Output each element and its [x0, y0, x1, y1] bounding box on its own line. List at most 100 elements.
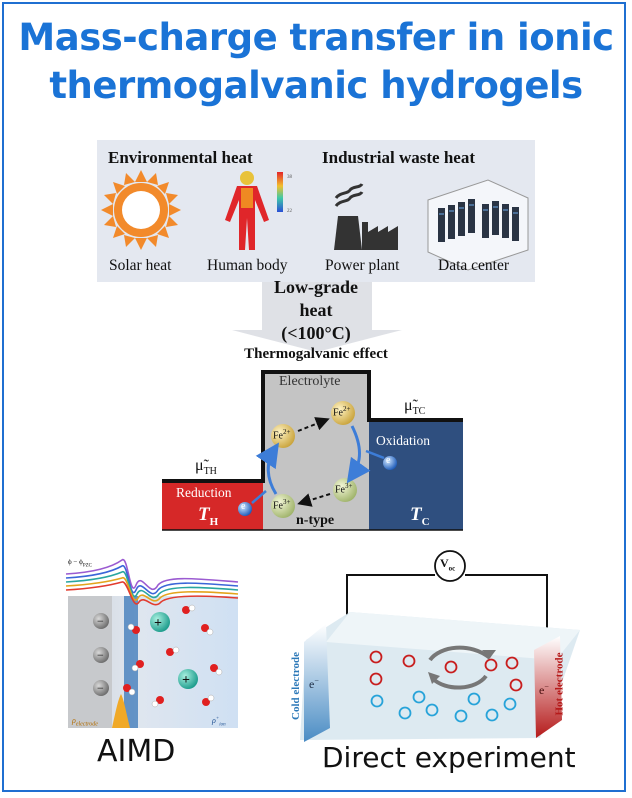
svg-text:−: − [97, 648, 104, 662]
hot-ions [369, 650, 523, 692]
fe3-right-charge: 3+ [345, 482, 353, 490]
n-type-label: n-type [296, 513, 335, 528]
sun-icon [101, 170, 181, 250]
aimd-electrode-density-label: ρelectrode [72, 716, 98, 728]
low-grade-heat-arrow [232, 282, 402, 352]
fe2-transport-arrow [297, 417, 330, 432]
hot-electron-symbol: e [539, 683, 545, 697]
experiment-panel [300, 550, 580, 742]
reduction-label: Reduction [176, 485, 232, 500]
mu-cold-label: μ̃TC [404, 397, 425, 417]
electron-hot-arrow [251, 490, 267, 504]
fe2-left-symbol: Fe [273, 430, 283, 442]
t-cold-label: TC [410, 504, 430, 528]
hot-electrode-plate [534, 636, 562, 738]
voltage-label: Voc [440, 556, 455, 572]
oxidation-label: Oxidation [376, 433, 430, 448]
anions: − − − [93, 613, 109, 696]
aimd-electrode-symbol: ρ [72, 716, 76, 725]
low-grade-line-3: (<100°C) [281, 323, 351, 343]
mu-hot-subscript: TH [203, 466, 217, 478]
aimd-ion-symbol: ρ [212, 716, 216, 725]
aimd-panel: − − − + + [65, 559, 239, 728]
data-center-icon [427, 179, 529, 271]
title-line-1: Mass-charge transfer in ionic [18, 16, 614, 59]
fe2-left-label: Fe2+ [273, 428, 290, 441]
t-cold-symbol: T [410, 504, 422, 525]
source-caption-power-plant: Power plant [325, 257, 400, 274]
low-grade-line-2: heat [299, 300, 333, 320]
cold-electrode-plate [304, 624, 330, 742]
fe3-right-label: Fe3+ [335, 482, 352, 495]
electron-cold [383, 456, 397, 470]
cations: + + [150, 612, 198, 689]
aimd-curve-subscript: PZC [82, 563, 92, 569]
source-caption-solar: Solar heat [109, 257, 172, 274]
cold-electrode-block [369, 420, 463, 530]
external-circuit [346, 574, 435, 615]
low-grade-line-1: Low-grade [274, 277, 358, 297]
source-caption-human-body: Human body [207, 257, 288, 274]
low-grade-heat-label: Low-grade heat (<100°C) [250, 276, 382, 345]
voltage-subscript: oc [448, 564, 456, 573]
electrolyte-label: Electrolyte [279, 374, 341, 389]
environmental-heat-heading: Environmental heat [108, 148, 253, 167]
fe3-left-label: Fe3+ [273, 498, 290, 511]
svg-text:−: − [97, 681, 104, 695]
t-hot-symbol: T [198, 504, 210, 525]
fe2-ion-right [331, 401, 355, 425]
electrode-density-peak [112, 694, 130, 728]
mu-cold-subscript: TC [412, 406, 426, 418]
water-molecules [123, 604, 223, 708]
cold-electron-symbol: e [309, 677, 315, 691]
electron-hot-label: e [241, 501, 246, 512]
thermogalvanic-diagram [162, 370, 463, 531]
thermogalvanic-title: Thermogalvanic effect [244, 346, 388, 362]
mu-hot-label: μ̃TH [195, 457, 217, 477]
fe2-right-label: Fe2+ [333, 405, 350, 418]
svg-text:+: + [182, 673, 190, 688]
fe2-left-charge: 2+ [283, 428, 291, 436]
aimd-ion-superscript: + [215, 716, 220, 722]
fe2-ion-left [271, 424, 295, 448]
t-cold-subscript: C [421, 515, 430, 528]
aimd-curve-symbol: ϕ − ϕ [68, 558, 83, 566]
svg-text:−: − [97, 614, 104, 628]
svg-text:38: 38 [287, 175, 293, 180]
fe2-right-symbol: Fe [333, 407, 343, 419]
fe3-left-symbol: Fe [273, 500, 283, 512]
outer-frame [2, 2, 626, 792]
aimd-curve-label: ϕ − ϕPZC [68, 558, 92, 568]
page-title: Mass-charge transfer in ionic thermogalv… [0, 14, 632, 110]
electron-hot [238, 502, 252, 516]
reduction-arrow [255, 442, 279, 495]
aimd-electrode-subscript: electrode [75, 721, 98, 728]
t-hot-subscript: H [209, 515, 219, 528]
hot-electrode-label: Hot electrode [553, 652, 566, 716]
svg-text:+: + [154, 616, 162, 631]
circulation-arrow-bottom [430, 674, 488, 690]
circulation-arrow-top [428, 645, 492, 662]
power-plant-icon [334, 183, 398, 250]
cold-electron-charge: − [314, 676, 319, 685]
voltmeter [434, 550, 466, 582]
human-body-thermal-icon: 38 22 [225, 171, 293, 250]
cold-electrode-label: Cold electrode [289, 652, 302, 720]
electron-cold-arrow [365, 449, 385, 460]
industrial-heat-heading: Industrial waste heat [322, 148, 476, 167]
fe3-transport-arrow [297, 493, 331, 507]
aimd-double-layer [124, 596, 138, 728]
aimd-ion-subscript: ion [219, 722, 226, 728]
fe3-left-charge: 3+ [283, 498, 291, 506]
source-caption-data-center: Data center [438, 257, 509, 274]
aimd-label: AIMD [97, 734, 176, 769]
voltage-symbol: V [440, 556, 449, 570]
hot-electron-charge: − [544, 682, 549, 691]
oxidation-arrow [346, 425, 371, 484]
svg-text:22: 22 [287, 209, 293, 214]
hot-electron-label: e− [539, 682, 549, 698]
experiment-label: Direct experiment [322, 741, 576, 774]
cold-ions [370, 690, 517, 723]
